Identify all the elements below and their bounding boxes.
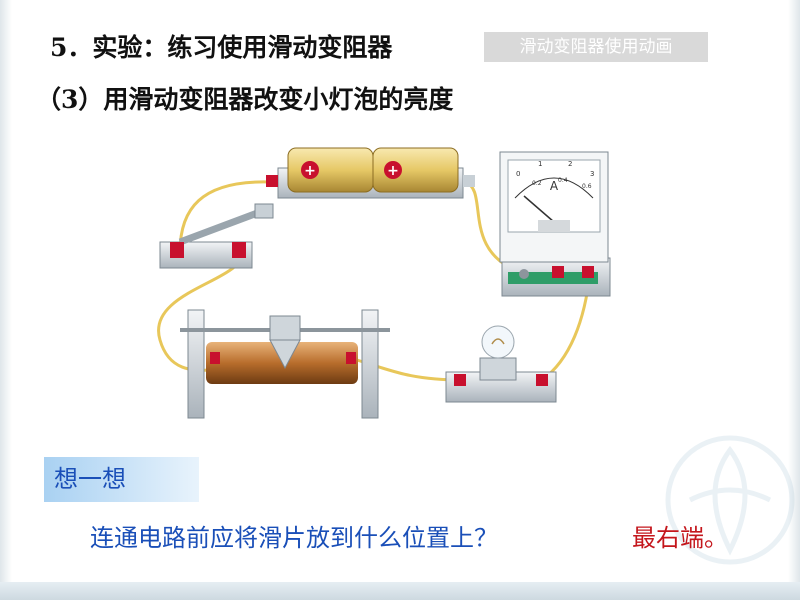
logo-watermark (665, 435, 795, 565)
scale-top-0: 0 (516, 170, 520, 178)
scale-bottom-2: 0.6 (582, 183, 592, 190)
question-text: 连通电路前应将滑片放到什么位置上？ (90, 524, 498, 552)
think-label: 想一想 (44, 457, 199, 502)
circuit-diagram: + + A 0 1 2 3 0.2 0.4 0.6 (157, 147, 611, 419)
answer-text: 最右端。 (632, 524, 728, 552)
sliding-rheostat (180, 309, 390, 419)
animation-link-button[interactable]: 滑动变阻器使用动画 (484, 32, 708, 62)
scale-top-1: 1 (538, 160, 542, 168)
ammeter: A 0 1 2 3 0.2 0.4 0.6 (499, 151, 611, 297)
battery-holder: + + (266, 147, 475, 199)
battery-plus-2: + (387, 163, 399, 179)
slide-subtitle: （3）用滑动变阻器改变小灯泡的亮度 (36, 85, 454, 114)
knife-switch (159, 203, 274, 269)
battery-plus-1: + (304, 163, 316, 179)
scale-top-2: 2 (568, 160, 572, 168)
light-bulb (445, 325, 557, 403)
slide-title: 5．实验：练习使用滑动变阻器 (50, 33, 393, 62)
scale-bottom-1: 0.4 (558, 177, 568, 184)
bottom-strip (0, 582, 800, 600)
scale-top-3: 3 (590, 170, 594, 178)
ammeter-symbol: A (550, 179, 559, 193)
scale-bottom-0: 0.2 (532, 180, 542, 187)
